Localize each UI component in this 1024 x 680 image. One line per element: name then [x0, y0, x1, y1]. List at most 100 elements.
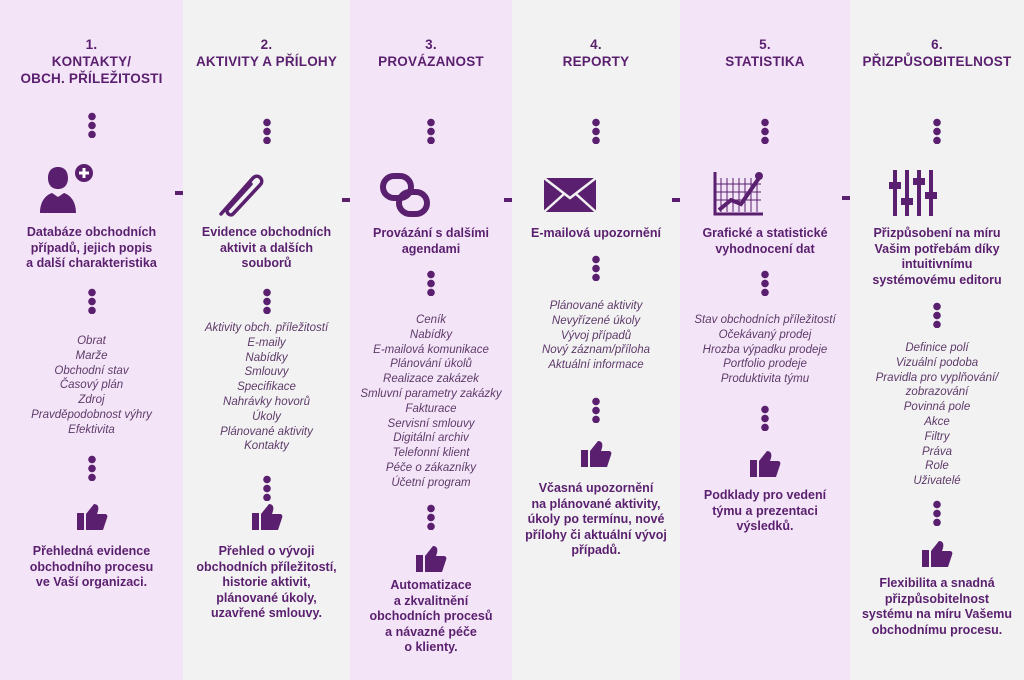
dots-divider: [87, 455, 96, 481]
list-item-line: Hrozba výpadku prodeje: [702, 343, 828, 356]
column-heading: 3. PROVÁZANOST: [350, 36, 512, 70]
description-line: Grafické a statistické: [702, 226, 828, 240]
benefit-line: obchodního procesu: [29, 559, 154, 574]
list-item-line: Práva: [921, 445, 953, 458]
column-1: 1. KONTAKTY/OBCH. PŘÍLEŽITOSTI Databáze o…: [0, 0, 219, 680]
list-item-line: Plánované aktivity: [549, 300, 643, 312]
step-title-line: OBCH. PŘÍLEŽITOSTI: [20, 71, 163, 86]
description-line: souborů: [241, 256, 292, 270]
description-line: E-mailová upozornění: [531, 226, 661, 240]
benefit-line: ve Vaší organizaci.: [35, 575, 148, 589]
step-title-line: PROVÁZANOST: [378, 54, 484, 69]
column-heading: 4.REPORTY: [512, 36, 680, 70]
list-item-line: Plánování úkolů: [390, 358, 472, 371]
benefit-line: obchodních příležitostí,: [196, 559, 337, 574]
list-item-line: Účetní program: [391, 476, 471, 489]
column-heading: 2.AKTIVITY A PŘÍLOHY: [183, 36, 350, 70]
dots-divider: [87, 288, 96, 314]
list-item-line: Nevyřízené úkoly: [551, 314, 641, 327]
description-line: Evidence obchodních: [201, 225, 332, 239]
list-item-line: Telefonní klient: [392, 447, 470, 460]
list-item-line: Pravidla pro vyplňování/: [875, 371, 999, 384]
thumbs-up-icon: [0, 503, 183, 531]
dots-divider: [427, 118, 435, 144]
benefit-line: případů.: [571, 543, 621, 557]
dots-divider: [592, 118, 600, 144]
list-item-line: Vizuální podoba: [895, 356, 979, 369]
thumbs-up-icon: [183, 503, 350, 531]
step-number: 3.: [425, 37, 437, 52]
list-item-line: E-maily: [247, 336, 286, 349]
benefit-line: uzavřené smlouvy.: [211, 606, 322, 620]
list-item-line: Vývoj případů: [560, 329, 632, 342]
list-item-line: Fakturace: [405, 402, 457, 415]
benefit-line: přílohy či aktuální vývoj: [525, 527, 667, 542]
benefit-line: a návazné péče: [385, 624, 477, 639]
dots-divider: [87, 112, 96, 138]
list-item-line: Servisní smlouvy: [387, 417, 475, 430]
list-item-line: Efektivita: [68, 423, 115, 436]
list-item-line: Definice polí: [905, 342, 969, 354]
dots-divider: [933, 500, 941, 526]
icon-row: [680, 168, 886, 218]
list-item-line: Kontakty: [244, 440, 289, 453]
step-title-line: STATISTIKA: [725, 54, 805, 69]
thumbs-up-icon: [850, 540, 1024, 568]
list-item-line: Pravděpodobnost výhry: [31, 408, 152, 421]
dots-divider: [761, 405, 769, 431]
dots-divider: [933, 302, 941, 328]
dots-divider: [592, 255, 600, 281]
benefit-line: o klienty.: [404, 640, 458, 654]
list-item-line: Péče o zákazníky: [385, 461, 477, 474]
step-number: 1.: [85, 37, 98, 52]
column-2: 2.AKTIVITY A PŘÍLOHY Evidence obchodních…: [183, 0, 386, 680]
list-item-line: Obchodní stav: [54, 364, 129, 377]
list-item-line: Role: [925, 460, 949, 473]
dots-divider: [761, 118, 769, 144]
dots-divider: [427, 504, 435, 530]
description-line: aktivit a dalších: [219, 240, 314, 255]
column-6: 6.PŘIZPŮSOBITELNOST Přizpůsobení na míru…: [850, 0, 1024, 680]
step-title-line: KONTAKTY/: [51, 54, 132, 69]
step-number: 4.: [590, 37, 602, 52]
dots-divider: [933, 118, 941, 144]
list-item-line: Filtry: [924, 430, 950, 443]
description-line: vyhodnocení dat: [715, 241, 815, 256]
list-item-line: Portfolio prodeje: [723, 358, 807, 371]
benefit-line: obchodních procesů: [369, 609, 493, 623]
benefit-line: týmu a prezentaci: [712, 503, 818, 518]
list-item-line: Povinná pole: [903, 401, 971, 414]
dots-divider: [427, 270, 435, 296]
list-item-line: Ceník: [415, 314, 447, 326]
benefit-line: na plánované aktivity,: [531, 496, 661, 511]
benefit-line: Včasná upozornění: [538, 481, 654, 495]
benefit-line: a zkvalitnění: [393, 593, 469, 608]
column-4: 4.REPORTY E-mailová upozornění Plánované…: [512, 0, 716, 680]
list-item-line: Nabídky: [409, 328, 453, 341]
list-item-line: Časový plán: [59, 379, 124, 392]
thumbs-up-icon: [350, 545, 512, 573]
dots-divider: [761, 270, 769, 296]
benefit-line: výsledků.: [736, 519, 794, 533]
column-heading: 6.PŘIZPŮSOBITELNOST: [850, 36, 1024, 70]
benefit-line: plánované úkoly,: [216, 590, 317, 605]
list-item-line: Realizace zakázek: [383, 373, 479, 386]
list-item-line: Aktivity obch. příležitostí: [204, 322, 329, 334]
list-item-line: Nahrávky hovorů: [223, 395, 310, 408]
step-title-line: PŘIZPŮSOBITELNOST: [862, 54, 1012, 69]
list-item-line: Smluvní parametry zakázky: [360, 387, 502, 400]
benefit-line: úkoly po termínu, nové: [527, 512, 665, 526]
feature-description: E-mailová upozornění: [512, 226, 680, 242]
benefit-line: systému na míru Vašemu: [861, 607, 1013, 621]
